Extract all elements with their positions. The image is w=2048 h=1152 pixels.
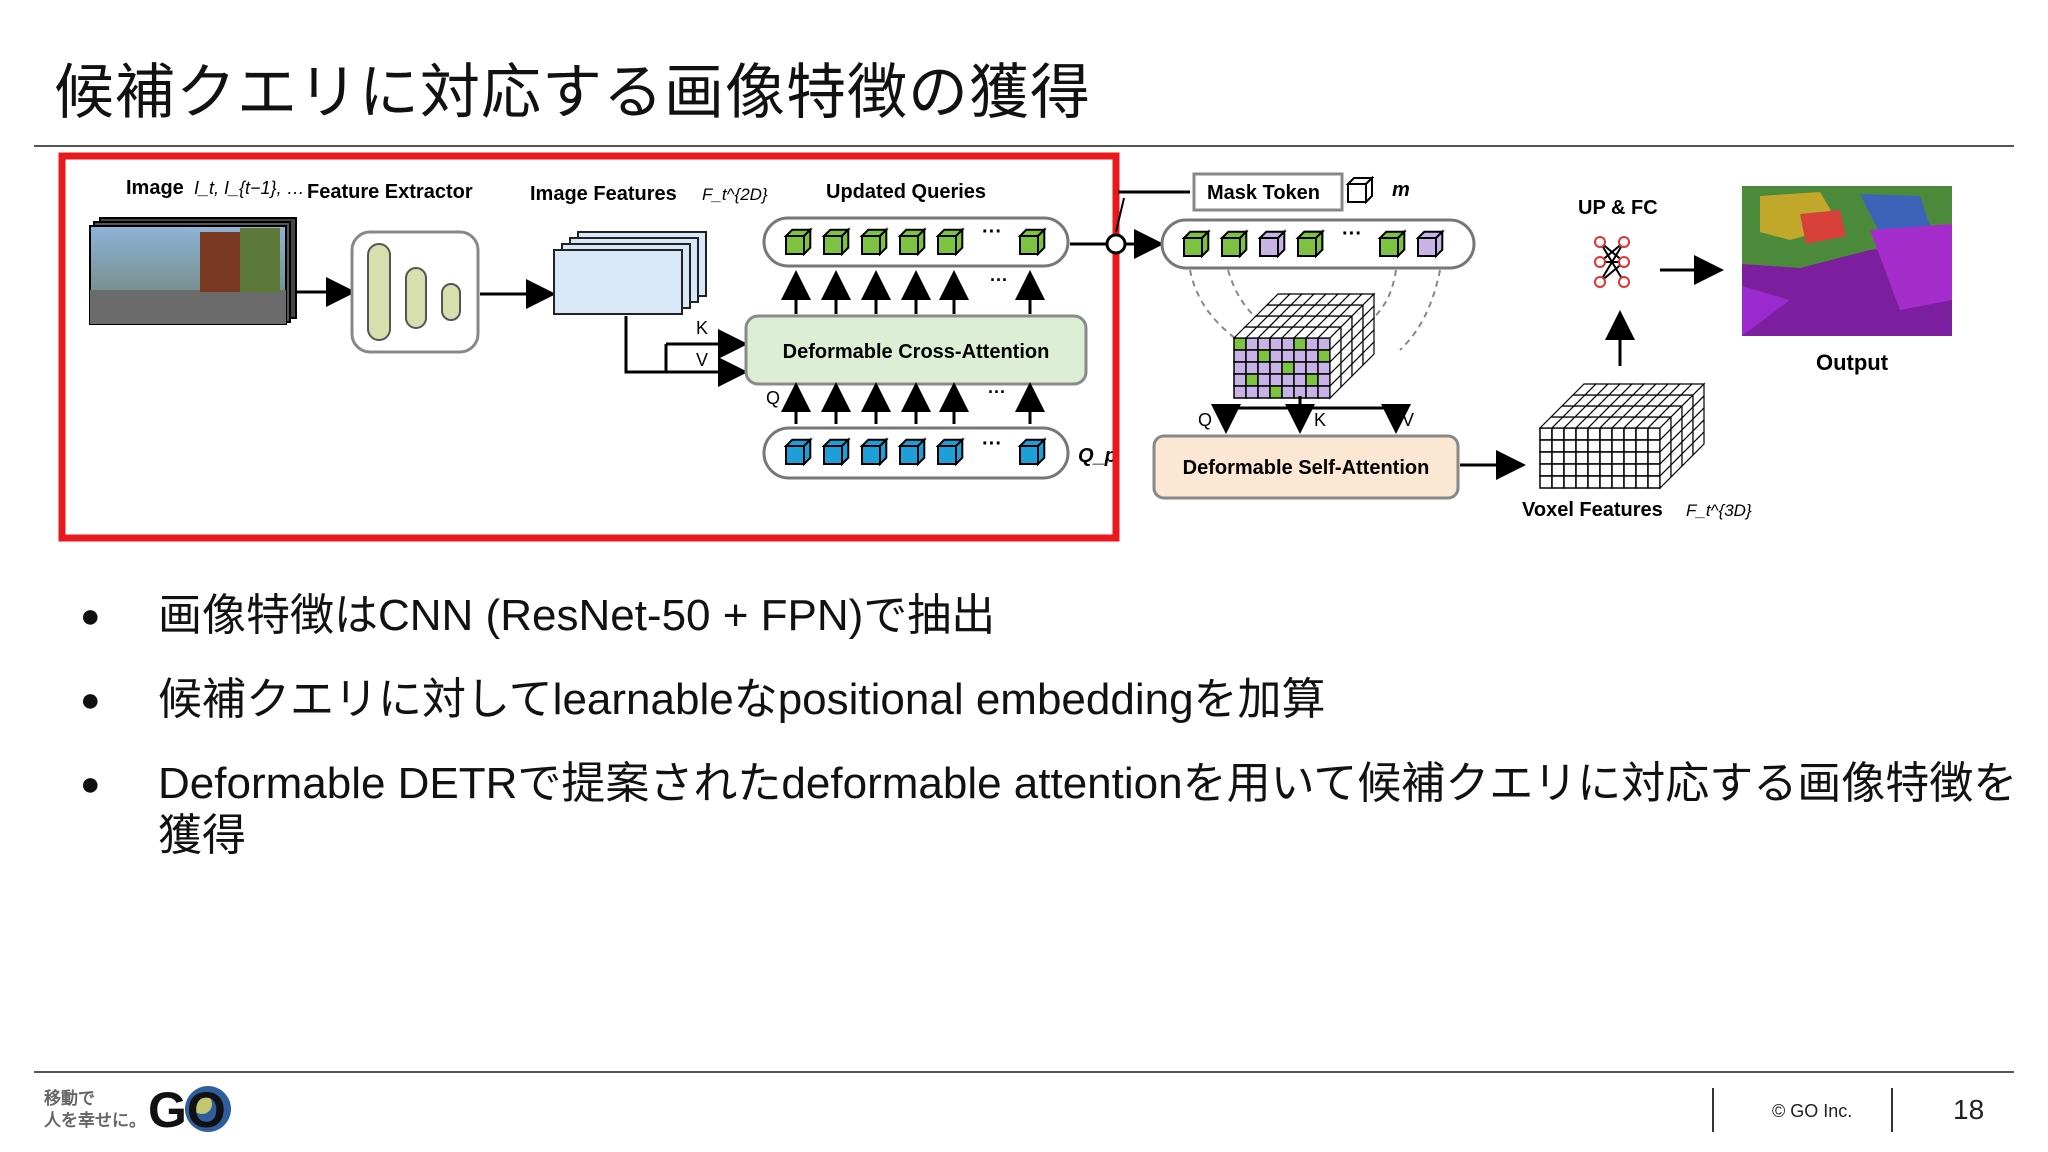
bullet-text: 画像特徴はCNN (ResNet-50 + FPN)で抽出 (158, 591, 996, 640)
query-cube (1017, 437, 1047, 467)
query-cube (821, 437, 851, 467)
query-cube (935, 437, 965, 467)
go-logo-icon: GO (148, 1082, 231, 1136)
mask-token-box (1192, 172, 1344, 212)
feature-extractor-block (350, 230, 480, 354)
slide-title: 候補クエリに対応する画像特徴の獲得 (54, 59, 1091, 126)
footer-tagline: 移動で 人を幸せに。 (44, 1088, 146, 1132)
footer-separator (1712, 1088, 1714, 1132)
bullet-list: ● 画像特徴はCNN (ResNet-50 + FPN)で抽出 ● 候補クエリに… (80, 590, 2020, 894)
qp-label: Q_p (1078, 445, 1117, 467)
self-attention-label: Deformable Self-Attention (1183, 457, 1430, 479)
voxel-features-math: F_t^{3D} (1686, 501, 1752, 520)
updated-queries-label: Updated Queries (826, 181, 986, 203)
k-label: K (696, 318, 708, 338)
initial-query-cubes (783, 437, 1047, 467)
footer-separator (1891, 1088, 1893, 1132)
page-number: 18 (1953, 1094, 1985, 1125)
highlight-box (58, 152, 1120, 542)
mask-token-cube (1345, 175, 1375, 205)
cross-attention-label: Deformable Cross-Attention (783, 341, 1050, 363)
bullet-dot: ● (80, 681, 101, 719)
up-fc-label: UP & FC (1578, 197, 1658, 219)
query-cube (1415, 229, 1445, 259)
cross-attention-output-arrows (781, 270, 1045, 314)
image-label-math: I_t, I_{t−1}, … (194, 178, 305, 198)
voxel-features-label: Voxel Features (1522, 499, 1663, 521)
query-input-arrows (781, 382, 1045, 424)
query-cube (1181, 229, 1211, 259)
title-divider (34, 145, 2014, 147)
v-label: V (696, 350, 708, 370)
bullet-dot: ● (80, 765, 101, 803)
query-cube (821, 227, 851, 257)
image-label: Image (126, 177, 184, 199)
output-semantic-image (1742, 186, 1952, 336)
mask-token-label: Mask Token (1207, 182, 1320, 204)
query-cube (1257, 229, 1287, 259)
voxel-features-grid (1538, 382, 1706, 490)
query-cube (935, 227, 965, 257)
query-cube (1295, 229, 1325, 259)
tagline-line-2: 人を幸せに。 (44, 1111, 146, 1130)
tagline-line-1: 移動で (44, 1089, 95, 1108)
m-label: m (1392, 179, 1410, 201)
concat-node (1105, 233, 1127, 255)
feature-extractor-label: Feature Extractor (307, 181, 473, 203)
go-logo-text: GO (148, 1082, 226, 1136)
query-cube (1017, 227, 1047, 257)
top-arrows-ellipsis: ··· (990, 270, 1008, 290)
query-cube (1219, 229, 1249, 259)
footer-divider (34, 1071, 2014, 1073)
image-features-math: F_t^{2D} (702, 185, 768, 204)
mixed-query-cubes (1181, 229, 1445, 259)
query-cube (897, 227, 927, 257)
bullet-text: Deformable DETRで提案されたdeformable attentio… (158, 759, 2018, 860)
architecture-diagram: Image I_t, I_{t−1}, … Feature Extractor … (58, 152, 1952, 542)
query-to-voxel-dashes (1189, 269, 1441, 351)
voxel-query-grid (1232, 292, 1376, 400)
q-label: Q (766, 388, 780, 408)
query-cube (859, 227, 889, 257)
sa-v-label: V (1402, 410, 1414, 430)
bullet-dot: ● (80, 597, 101, 635)
self-attention-block (1152, 434, 1460, 500)
updated-queries-ellipsis: ··· (982, 221, 1002, 243)
initial-queries-ellipsis: ··· (982, 433, 1002, 455)
bullet-text: 候補クエリに対してlearnableなpositional embeddingを… (158, 675, 1326, 724)
updated-query-cubes (783, 227, 1047, 257)
sa-k-label: K (1314, 410, 1326, 430)
bullet-item: ● 画像特徴はCNN (ResNet-50 + FPN)で抽出 (80, 590, 2020, 642)
query-cube (1377, 229, 1407, 259)
query-cube (897, 437, 927, 467)
query-cube (783, 437, 813, 467)
up-fc-network-icon (1594, 236, 1630, 288)
bullet-item: ● 候補クエリに対してlearnableなpositional embeddin… (80, 674, 2020, 726)
input-image-stack (89, 217, 297, 325)
image-features-stack (553, 231, 707, 315)
copyright: © GO Inc. (1772, 1101, 1853, 1121)
sa-q-label: Q (1198, 410, 1212, 430)
image-features-label: Image Features (530, 183, 677, 205)
query-cube (783, 227, 813, 257)
output-label: Output (1816, 350, 1889, 375)
query-cube (859, 437, 889, 467)
bottom-arrows-ellipsis: ··· (988, 382, 1006, 402)
mixed-queries-ellipsis: ··· (1342, 223, 1362, 245)
bullet-item: ● Deformable DETRで提案されたdeformable attent… (80, 758, 2020, 862)
